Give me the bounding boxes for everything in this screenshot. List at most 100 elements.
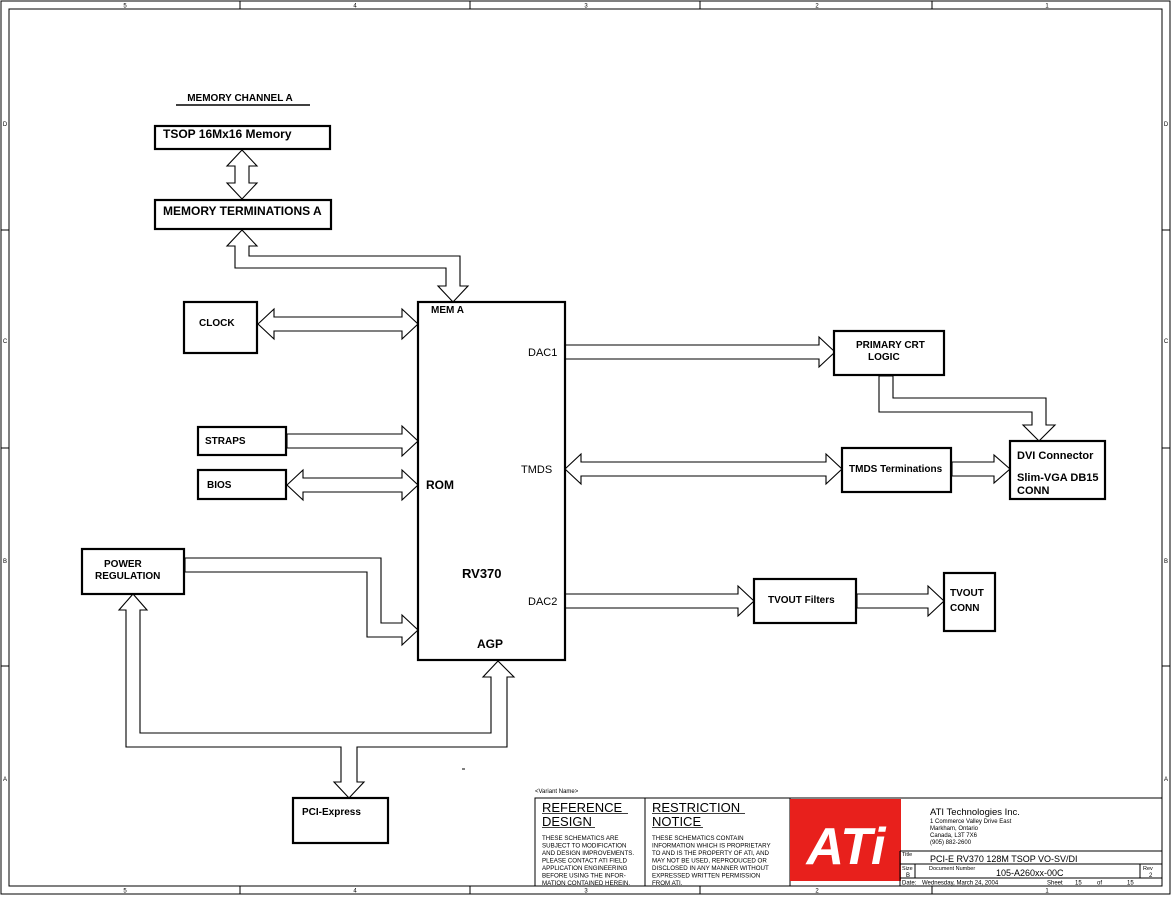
row-label-left: B [3,559,7,565]
dac1-crt-arrow [564,335,836,369]
straps-block: STRAPS [196,425,288,457]
company-name: ATI Technologies Inc. [930,807,1020,818]
memory-terminations-label: MEMORY TERMINATIONS A [163,204,322,218]
rv370-label: RV370 [462,566,502,581]
row-label-right: C [1164,339,1169,345]
col-label-bottom: 4 [353,889,357,895]
col-label-bottom: 1 [1045,889,1049,895]
tvout-connector-block: TVOUT CONN [942,571,997,633]
memterm-mema-arrow [225,229,470,303]
mem-a-port-label: MEM A [431,305,464,316]
company-address-line: Markham, Ontario [930,826,979,832]
reference-text-line: SUBJECT TO MODIFICATION [542,843,626,850]
row-label-right: B [1164,559,1168,565]
size-label: Size [902,866,913,872]
restriction-title-line1: RESTRICTION [652,800,740,815]
size-value: B [906,873,910,879]
reference-title-line1: REFERENCE [542,800,623,815]
date-value: Wednesday, March 24, 2004 [922,881,999,887]
row-label-left: D [3,122,8,128]
document-number-label: Document Number [929,866,975,872]
clock-block: CLOCK [182,300,259,355]
of-label: of [1097,881,1102,887]
dac2-port-label: DAC2 [528,596,557,608]
power-gpu-arrow [184,557,419,647]
agp-pciexpress-arrow [117,593,516,799]
reference-text-line: MATION CONTAINED HEREIN. [542,880,630,887]
ati-logo-text: ATi [805,818,888,876]
company-address-line: 1 Commerce Valley Drive East [930,819,1012,825]
sheet-label: Sheet [1047,881,1063,887]
bios-gpu-arrow [286,468,419,502]
restriction-text-line: THESE SCHEMATICS CONTAIN [652,835,744,842]
col-label-top: 1 [1045,4,1049,10]
reference-text-line: PLEASE CONTACT ATI FIELD [542,858,627,865]
row-label-left: A [3,777,7,783]
rom-port-label: ROM [426,478,454,492]
reference-text-line: BEFORE USING THE INFOR- [542,873,626,880]
dvi-label-line3: CONN [1017,485,1049,497]
restriction-text-line: MAY NOT BE USED, REPRODUCED OR [652,858,767,865]
primary-crt-label-line1: PRIMARY CRT [856,340,925,351]
ati-logo-icon [790,799,901,881]
company-address-line: Canada, L3T 7X6 [930,833,978,839]
tvout-conn-label-line2: CONN [950,603,979,614]
rev-value: 2 [1149,873,1153,879]
straps-label: STRAPS [205,436,246,447]
restriction-text-line: TO AND IS THE PROPERTY OF ATI, AND [652,850,770,857]
date-label: Date: [902,881,917,887]
col-label-bottom: 5 [123,889,127,895]
document-number: 105-A260xx-00C [996,868,1064,878]
straps-gpu-arrow [286,424,419,458]
dvi-label-line2: Slim-VGA DB15 [1017,472,1099,484]
col-label-top: 5 [123,4,127,10]
tvout-conn-label-line1: TVOUT [950,588,984,599]
crt-dvi-arrow [878,375,1057,442]
power-label-line2: REGULATION [95,571,160,582]
title-block: <Variant Name> REFERENCE DESIGN THESE SC… [534,789,1163,887]
row-label-right: D [1164,122,1169,128]
restriction-text-line: FROM ATI. [652,880,683,887]
tsop-memterm-arrow [225,149,259,200]
dvi-connector-block: DVI Connector Slim-VGA DB15 CONN [1008,439,1107,501]
power-label-line1: POWER [104,559,143,570]
clock-gpu-arrow [257,307,419,341]
row-label-left: C [3,339,8,345]
restriction-text-line: DISCLOSED IN ANY MANNER WITHOUT [652,865,769,872]
reference-title-line2: DESIGN [542,814,592,829]
tvout-conn-arrow [856,584,945,618]
tmds-term-arrow [564,452,843,486]
primary-crt-label-line2: LOGIC [868,352,900,363]
tmds-port-label: TMDS [521,464,552,476]
tmds-terminations-block: TMDS Terminations [840,446,953,494]
sheet-number: 15 [1075,881,1082,887]
title-label: Title [902,852,912,858]
pci-express-label: PCI-Express [302,807,361,818]
col-label-bottom: 2 [815,889,819,895]
restriction-text-line: INFORMATION WHICH IS PROPRIETARY [652,843,771,850]
variant-name: <Variant Name> [535,789,579,795]
memory-channel-title: MEMORY CHANNEL A [187,93,293,104]
tsop-memory-block: TSOP 16Mx16 Memory [153,124,332,151]
col-label-top: 2 [815,4,819,10]
pci-express-block: PCI-Express [291,796,390,845]
reference-text-line: APPLICATION ENGINEERING [542,865,628,872]
power-regulation-block: POWER REGULATION [80,547,186,596]
col-label-top: 4 [353,4,357,10]
term-dvi-arrow [951,453,1011,485]
primary-crt-block: PRIMARY CRT LOGIC [832,329,946,377]
tsop-memory-label: TSOP 16Mx16 Memory [163,127,292,141]
rv370-chip: MEM A DAC1 TMDS ROM RV370 DAC2 AGP [416,300,567,662]
tvout-filters-label: TVOUT Filters [768,595,835,606]
memory-terminations-block: MEMORY TERMINATIONS A [153,198,333,231]
col-label-top: 3 [584,4,588,10]
drawing-title: PCI-E RV370 128M TSOP VO-SV/DI [930,854,1078,864]
clock-label: CLOCK [199,318,235,329]
bios-label: BIOS [207,480,232,491]
reference-text-line: AND DESIGN IMPROVEMENTS. [542,850,634,857]
reference-text-line: THESE SCHEMATICS ARE [542,835,619,842]
col-label-bottom: 3 [584,889,588,895]
restriction-title-line2: NOTICE [652,814,701,829]
agp-port-label: AGP [477,637,503,651]
